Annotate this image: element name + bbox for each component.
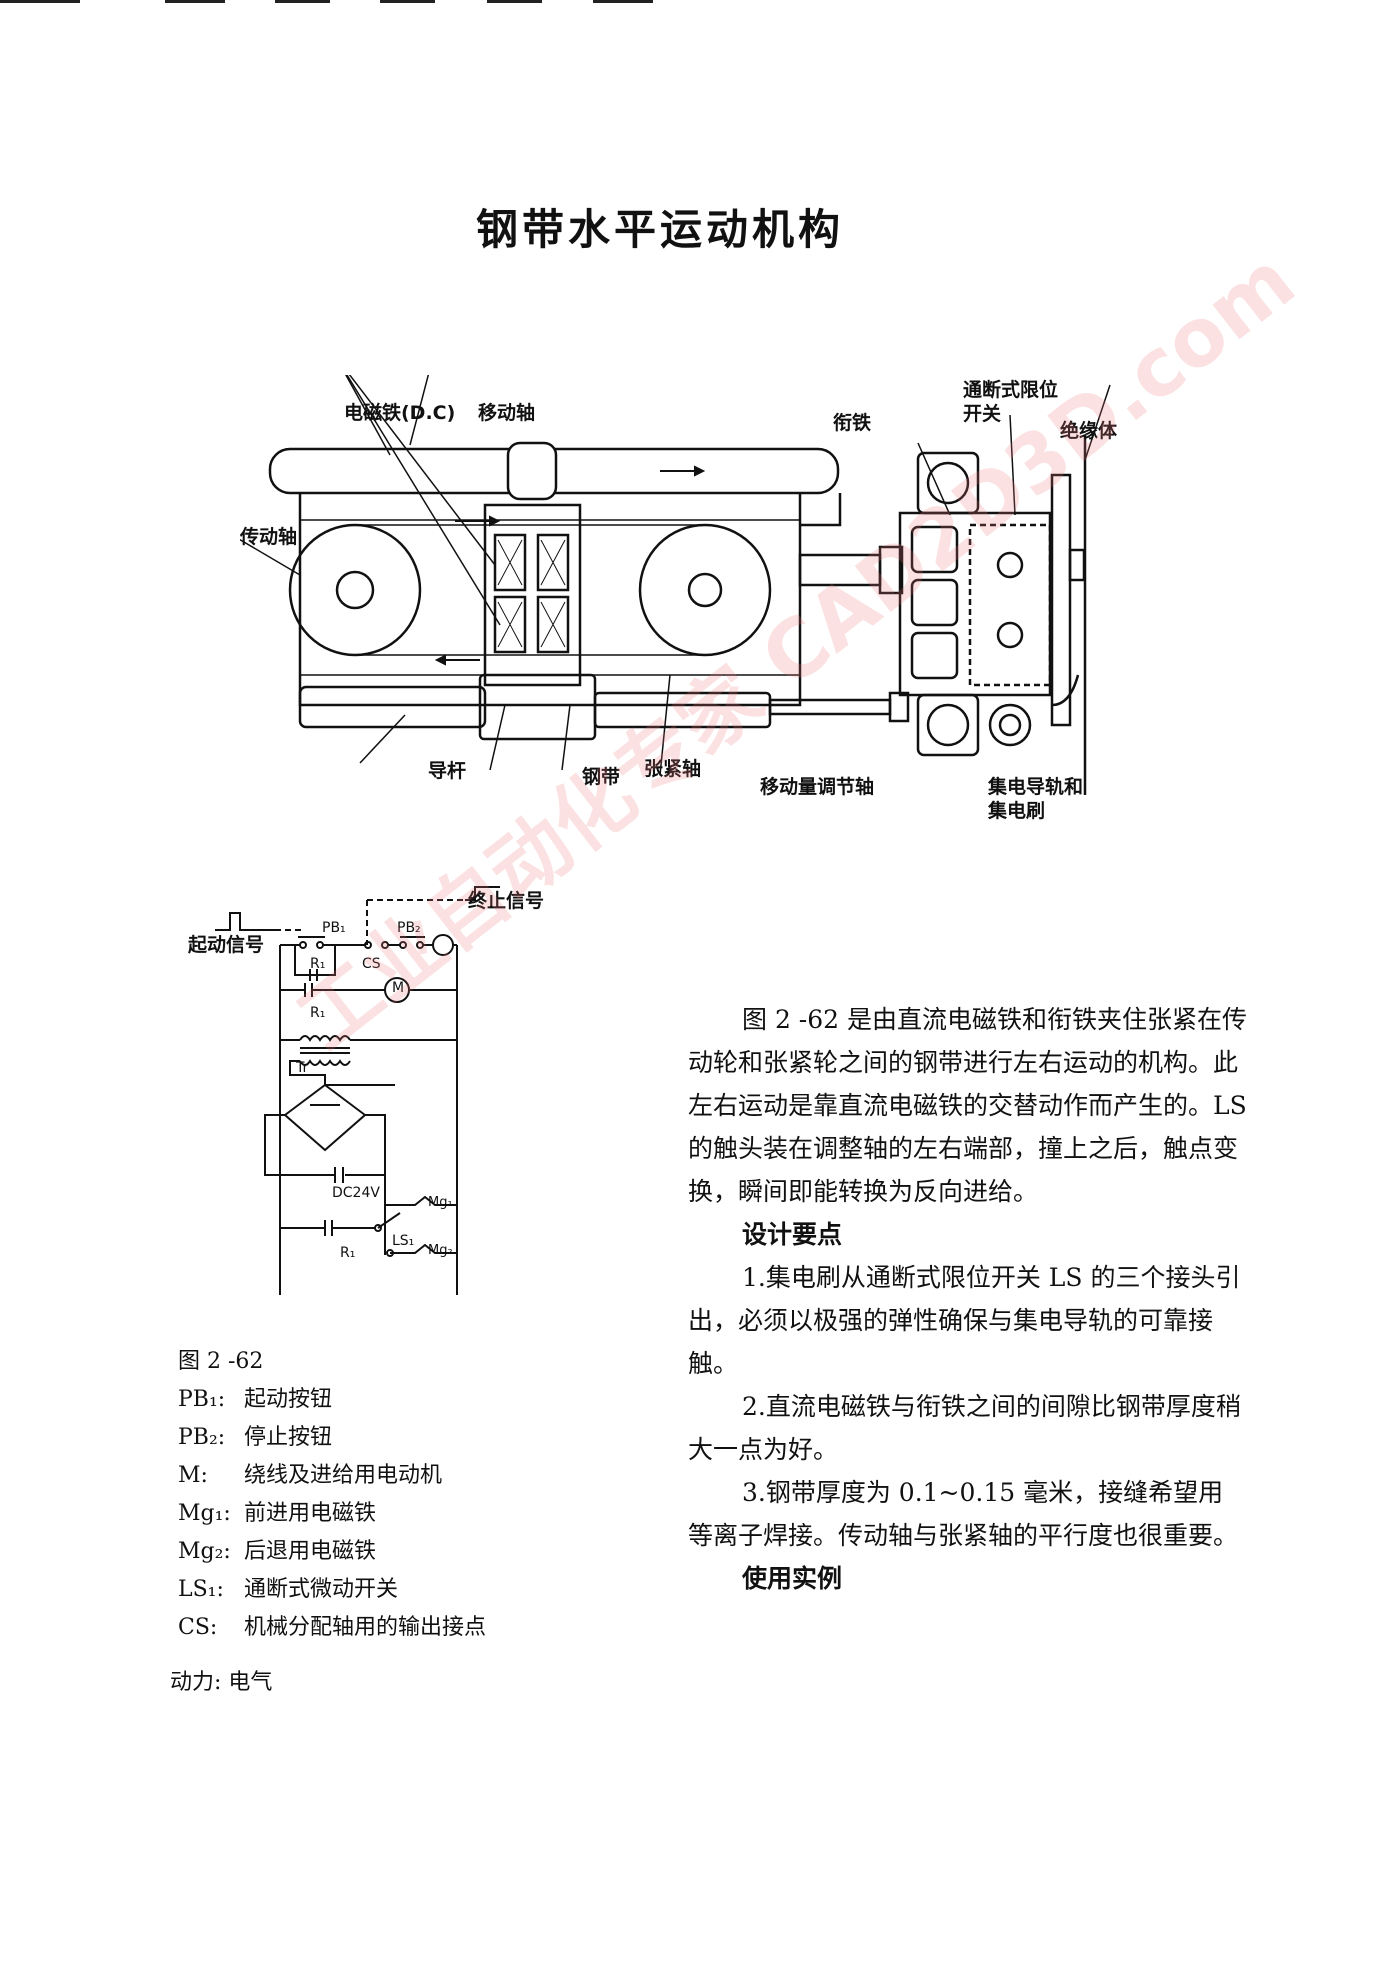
legend-item: Mg₂:后退用电磁铁 (178, 1539, 377, 1564)
legend-item: PB₂:停止按钮 (178, 1425, 333, 1450)
legend-item: Mg₁:前进用电磁铁 (178, 1501, 377, 1526)
drive-wheel (288, 523, 422, 657)
mechanism-drawing (240, 375, 1111, 795)
intro-paragraph: 图 2 -62 是由直流电磁铁和衔铁夹住张紧在传动轮和张紧轮之间的钢带进行左右运… (688, 1005, 1248, 1206)
design-point: 3.钢带厚度为 0.1~0.15 毫米，接缝希望用等离子焊接。传动轴与张紧轴的平… (688, 1478, 1239, 1550)
electromagnet-block (483, 503, 582, 687)
legend-item: LS₁:通断式微动开关 (178, 1577, 399, 1602)
design-point: 1.集电刷从通断式限位开关 LS 的三个接头引出，必须以极强的弹性确保与集电导轨… (688, 1263, 1241, 1378)
legend-figure-number: 图 2 -62 (178, 1349, 264, 1374)
body-text: 图 2 -62 是由直流电磁铁和衔铁夹住张紧在传动轮和张紧轮之间的钢带进行左右运… (688, 998, 1248, 1600)
legend-item: PB₁:起动按钮 (178, 1387, 333, 1412)
usage-heading: 使用实例 (742, 1564, 843, 1593)
legend-item: CS:机械分配轴用的输出接点 (178, 1615, 487, 1640)
guide-rod (298, 685, 487, 729)
power-note: 动力: 电气 (170, 1670, 273, 1695)
legend-item: M:绕线及进给用电动机 (178, 1463, 443, 1488)
legend: 图 2 -62 PB₁:起动按钮 PB₂:停止按钮 M:绕线及进给用电动机 Mg… (178, 1343, 598, 1647)
design-heading: 设计要点 (742, 1220, 843, 1249)
circuit-diagram (215, 886, 500, 1295)
design-point: 2.直流电磁铁与衔铁之间的间隙比钢带厚度稍大一点为好。 (688, 1392, 1241, 1464)
page-title: 钢带水平运动机构 (475, 205, 844, 254)
top-edge-marks (0, 0, 700, 6)
